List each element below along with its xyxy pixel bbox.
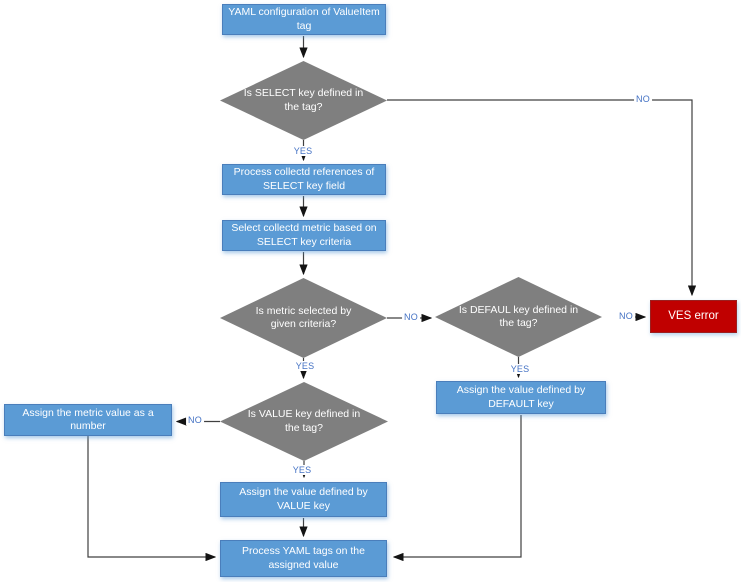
- node-assign-value: Assign the value defined by VALUE key: [220, 482, 387, 517]
- node-start: YAML configuration of ValueItem tag: [222, 4, 386, 35]
- node-assign-metric-number-label: Assign the metric value as a number: [22, 406, 154, 432]
- node-assign-default-label: Assign the value defined by DEFAULT key: [456, 384, 586, 410]
- edge-label-metric-yes: YES: [293, 361, 317, 371]
- edge-label-value-yes: YES: [290, 465, 314, 475]
- edge-label-metric-no: NO: [402, 312, 420, 322]
- node-select-metric: Select collectd metric based on SELECT k…: [222, 220, 386, 251]
- node-start-label: YAML configuration of ValueItem tag: [228, 6, 380, 32]
- node-decision-value-key-label: Is VALUE key defined in the tag?: [247, 408, 361, 434]
- connector-select-no-to-ves: [387, 99, 697, 297]
- node-ves-error: VES error: [650, 300, 737, 333]
- node-decision-default-key-label: Is DEFAUL key defined in the tag?: [458, 303, 579, 329]
- connector-pnumber-to-pyaml: [87, 436, 217, 562]
- edge-label-default-no: NO: [617, 311, 635, 321]
- node-decision-metric-selected-label: Is metric selected by given criteria?: [255, 304, 352, 330]
- node-assign-value-label: Assign the value defined by VALUE key: [239, 486, 368, 512]
- node-process-yaml-tags: Process YAML tags on the assigned value: [220, 540, 387, 577]
- node-assign-default: Assign the value defined by DEFAULT key: [436, 381, 606, 414]
- connector-pdefault-to-pyaml: [392, 415, 522, 562]
- node-process-references-label: Process collectd references of SELECT ke…: [233, 166, 375, 192]
- edge-label-select-no: NO: [634, 94, 652, 104]
- node-process-references: Process collectd references of SELECT ke…: [222, 164, 386, 195]
- edge-label-select-yes: YES: [291, 146, 315, 156]
- node-assign-metric-number: Assign the metric value as a number: [4, 404, 172, 436]
- node-ves-error-label: VES error: [668, 310, 719, 323]
- edge-label-value-no: NO: [186, 415, 204, 425]
- node-process-yaml-tags-label: Process YAML tags on the assigned value: [242, 545, 365, 571]
- node-decision-select-key-label: Is SELECT key defined in the tag?: [243, 87, 364, 113]
- edge-label-default-yes: YES: [508, 364, 532, 374]
- node-select-metric-label: Select collectd metric based on SELECT k…: [231, 222, 377, 248]
